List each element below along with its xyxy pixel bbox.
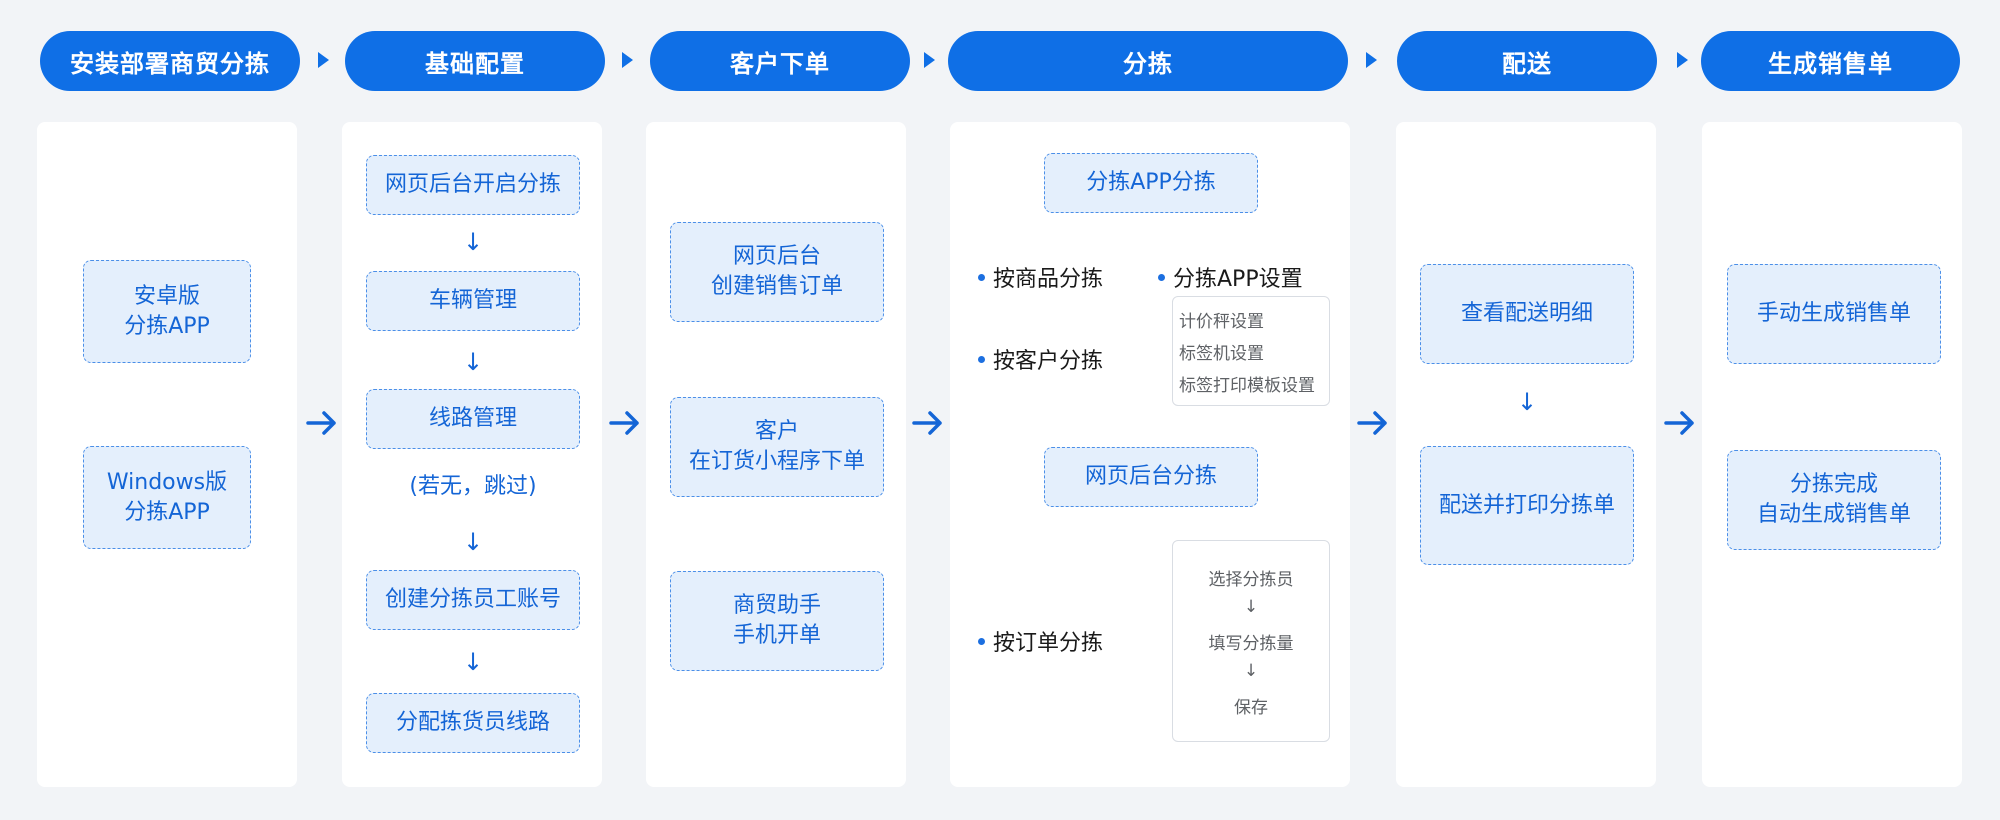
web-sorting-box: 网页后台分拣 <box>1044 447 1258 507</box>
flow-arrow-icon <box>1357 411 1387 435</box>
skip-note: (若无，跳过) <box>409 474 537 499</box>
order-sorting-steps-panel: 选择分拣员 ↓ 填写分拣量 ↓ 保存 <box>1172 540 1330 742</box>
flow-arrow-icon <box>912 411 942 435</box>
config-step-route: 线路管理 <box>366 389 580 449</box>
config-step-enable-sorting: 网页后台开启分拣 <box>366 155 580 215</box>
by-product-label: 按商品分拣 <box>993 267 1104 292</box>
flow-arrow-icon <box>306 411 336 435</box>
down-arrow-icon: ↓ <box>462 648 484 676</box>
stage-arrow-icon <box>924 52 935 68</box>
app-settings-item: 分拣APP设置 <box>1158 261 1303 293</box>
bullet-dot <box>1158 273 1165 281</box>
bullet-dot <box>978 355 985 363</box>
order-assistant-app: 商贸助手 手机开单 <box>670 571 884 671</box>
stage-arrow-icon <box>622 52 633 68</box>
app-settings-title: 分拣APP设置 <box>1173 267 1303 292</box>
setting-label-printer: 标签机设置 <box>1179 344 1264 364</box>
by-order-item: 按订单分拣 <box>978 625 1103 657</box>
config-step-assign-route: 分配拣货员线路 <box>366 693 580 753</box>
stage-sorting: 分拣 <box>948 31 1348 91</box>
delivery-view-details: 查看配送明细 <box>1420 264 1634 364</box>
stage-arrow-icon <box>1677 52 1688 68</box>
android-app-box: 安卓版 分拣APP <box>83 260 251 363</box>
stage-order: 客户下单 <box>650 31 910 91</box>
stage-sales: 生成销售单 <box>1701 31 1960 91</box>
by-customer-item: 按客户分拣 <box>978 343 1103 375</box>
sorting-app-box: 分拣APP分拣 <box>1044 153 1258 213</box>
sales-manual: 手动生成销售单 <box>1727 264 1941 364</box>
step-fill-quantity: 填写分拣量 <box>1208 634 1294 654</box>
stage-arrow-icon <box>1366 52 1377 68</box>
sales-auto: 分拣完成 自动生成销售单 <box>1727 450 1941 550</box>
bullet-dot <box>978 637 985 645</box>
order-mini-program: 客户 在订货小程序下单 <box>670 397 884 497</box>
config-step-sorter-account: 创建分拣员工账号 <box>366 570 580 630</box>
down-arrow-icon: ↓ <box>1243 661 1259 681</box>
down-arrow-icon: ↓ <box>462 348 484 376</box>
order-web-backend: 网页后台 创建销售订单 <box>670 222 884 322</box>
setting-scale: 计价秤设置 <box>1179 312 1264 332</box>
card-config <box>342 122 602 787</box>
stage-config: 基础配置 <box>345 31 605 91</box>
setting-label-template: 标签打印模板设置 <box>1179 376 1315 396</box>
config-step-vehicle: 车辆管理 <box>366 271 580 331</box>
stage-arrow-icon <box>318 52 329 68</box>
down-arrow-icon: ↓ <box>462 528 484 556</box>
by-order-label: 按订单分拣 <box>993 631 1104 656</box>
delivery-print-sheet: 配送并打印分拣单 <box>1420 446 1634 565</box>
flow-arrow-icon <box>609 411 639 435</box>
windows-app-box: Windows版 分拣APP <box>83 446 251 549</box>
down-arrow-icon: ↓ <box>1243 597 1259 617</box>
bullet-dot <box>978 273 985 281</box>
app-settings-panel: 计价秤设置 标签机设置 标签打印模板设置 <box>1172 296 1330 406</box>
flow-arrow-icon <box>1664 411 1694 435</box>
by-product-item: 按商品分拣 <box>978 261 1103 293</box>
by-customer-label: 按客户分拣 <box>993 349 1104 374</box>
step-save: 保存 <box>1234 698 1268 718</box>
down-arrow-icon: ↓ <box>1516 388 1538 416</box>
step-select-sorter: 选择分拣员 <box>1208 570 1294 590</box>
down-arrow-icon: ↓ <box>462 228 484 256</box>
stage-install: 安装部署商贸分拣 <box>40 31 300 91</box>
stage-delivery: 配送 <box>1397 31 1657 91</box>
